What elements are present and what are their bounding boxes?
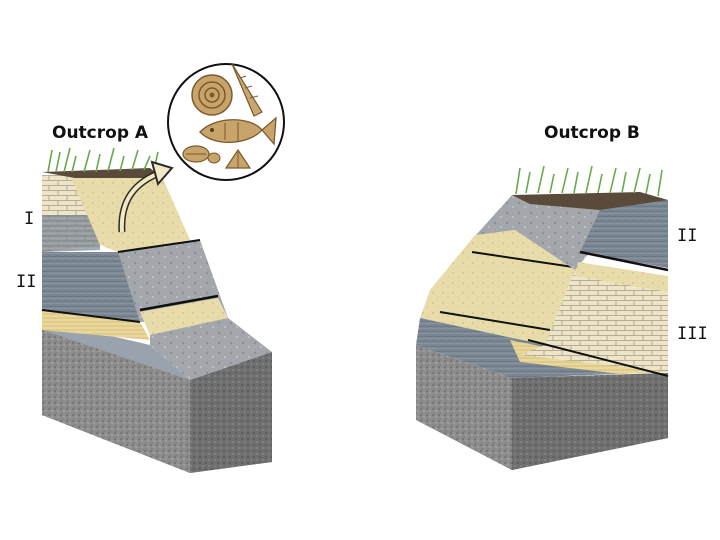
outcrop-b-block (416, 166, 668, 470)
outcrop-b-layer-label-ii: II (677, 228, 697, 245)
outcrop-b-title: Outcrop B (544, 125, 640, 142)
shell-icon (208, 153, 220, 163)
fossil-inset (168, 64, 284, 180)
outcrop-b-layer-label-iii: III (677, 326, 708, 343)
trilobite-icon (183, 146, 209, 162)
outcrop-a-title: Outcrop A (52, 125, 148, 142)
ammonite-icon (192, 75, 232, 115)
outcrop-a-layer-label-i: I (24, 211, 34, 228)
outcrop-a-layer-label-ii: II (16, 274, 36, 291)
outcrop-a-block (42, 148, 272, 473)
